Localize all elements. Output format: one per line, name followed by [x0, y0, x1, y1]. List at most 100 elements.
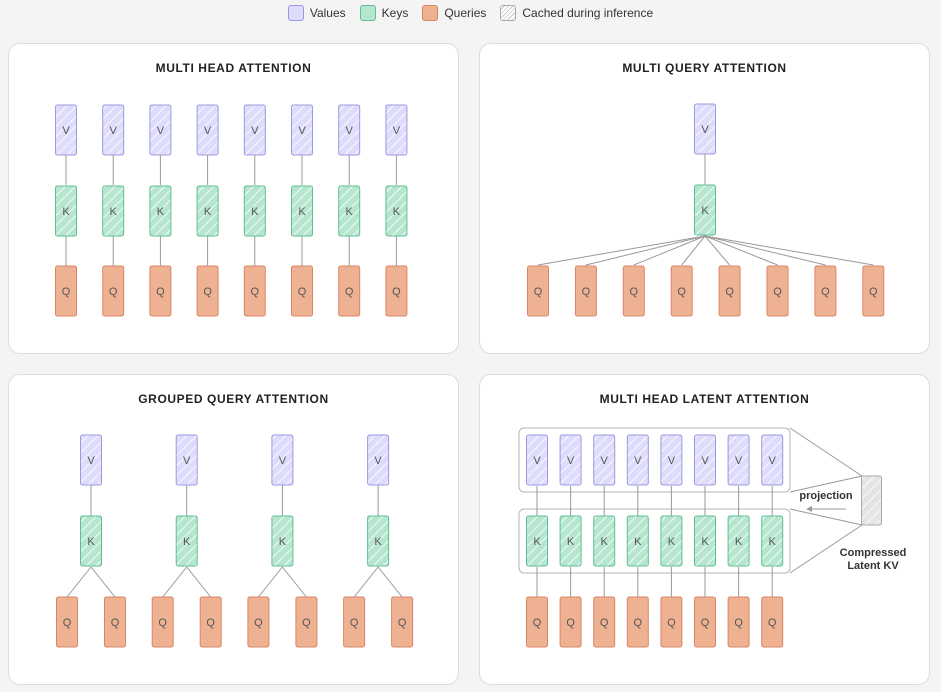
- mha-key-box-glyph: K: [110, 206, 118, 218]
- mqa-connector-kq: [681, 235, 706, 266]
- mla-value-box-glyph: V: [634, 455, 642, 467]
- mha-value-box-glyph: V: [157, 125, 165, 137]
- values-swatch-icon: [287, 5, 304, 21]
- mha-key-box-glyph: K: [204, 206, 212, 218]
- mha-value-box: V: [149, 104, 172, 156]
- panel-title-mqa: MULTI QUERY ATTENTION: [622, 61, 787, 75]
- mqa-query-box: Q: [527, 265, 549, 317]
- mla-key-box: K: [593, 515, 616, 567]
- mha-key-box: K: [385, 185, 408, 237]
- gqa-query-box-glyph: Q: [206, 617, 215, 629]
- legend-item-keys: Keys: [359, 5, 409, 21]
- gqa-value-box-glyph: V: [374, 455, 382, 467]
- mha-value-box-glyph: V: [204, 125, 212, 137]
- gqa-query-box-glyph: Q: [350, 617, 359, 629]
- gqa-key-box: K: [367, 515, 390, 567]
- mla-value-box: V: [626, 434, 649, 486]
- mqa-connector-kq: [704, 235, 778, 266]
- mla-key-box: K: [727, 515, 750, 567]
- mla-key-box: K: [694, 515, 716, 567]
- queries-swatch-icon: [422, 5, 439, 21]
- mla-value-box: V: [526, 434, 548, 486]
- gqa-value-box-glyph: V: [87, 455, 95, 467]
- mha-key-box-glyph: K: [62, 206, 70, 218]
- mqa-query-box-glyph: Q: [534, 286, 543, 298]
- mqa-connector-kq: [585, 235, 706, 266]
- gqa-key-box-glyph: K: [183, 536, 191, 548]
- gqa-query-box-glyph: Q: [158, 617, 167, 629]
- mla-query-box-glyph: Q: [701, 617, 710, 629]
- mha-key-box-glyph: K: [251, 206, 259, 218]
- mqa-query-box-glyph: Q: [630, 286, 639, 298]
- mla-value-box-glyph: V: [735, 455, 743, 467]
- latent-kv-label-line2: Latent KV: [847, 560, 899, 572]
- mla-value-box-glyph: V: [567, 455, 575, 467]
- gqa-query-box: Q: [199, 596, 222, 648]
- mqa-query-box: Q: [718, 265, 741, 317]
- mla-query-box: Q: [694, 596, 716, 648]
- mla-key-box: K: [761, 515, 784, 567]
- mla-latent-box: [861, 475, 882, 526]
- mqa-query-box-glyph: Q: [582, 286, 591, 298]
- gqa-value-box-glyph: V: [183, 455, 191, 467]
- mqa-key-box-glyph: K: [701, 205, 709, 217]
- mla-value-box: V: [559, 434, 582, 486]
- gqa-key-box: K: [175, 515, 198, 567]
- mha-key-box: K: [338, 185, 361, 237]
- mqa-connector-kq: [633, 235, 706, 266]
- mla-query-box: Q: [559, 596, 582, 648]
- mha-value-box-glyph: V: [298, 125, 306, 137]
- mha-value-box-glyph: V: [393, 125, 401, 137]
- mla-query-box-glyph: Q: [667, 617, 676, 629]
- gqa-connector-kq: [186, 566, 212, 598]
- projection-label: projection: [799, 490, 853, 502]
- keys-swatch-icon: [359, 5, 376, 21]
- mqa-query-box: Q: [622, 265, 645, 317]
- mqa-query-box: Q: [670, 265, 693, 317]
- mla-value-box-glyph: V: [601, 455, 609, 467]
- gqa-value-box: V: [271, 434, 294, 486]
- panel-title-gqa: GROUPED QUERY ATTENTION: [138, 392, 329, 406]
- latent-kv-label-line1: Compressed: [839, 547, 907, 559]
- mla-key-box: K: [660, 515, 683, 567]
- gqa-query-box: Q: [391, 596, 414, 648]
- mla-query-box: Q: [626, 596, 649, 648]
- mha-value-box-glyph: V: [251, 125, 259, 137]
- mha-value-box: V: [291, 104, 313, 156]
- mla-query-box-glyph: Q: [533, 617, 542, 629]
- legend-label-keys: Keys: [381, 6, 409, 20]
- mha-key-box-glyph: K: [346, 206, 354, 218]
- mha-key-box: K: [196, 185, 219, 237]
- mla-query-box-glyph: Q: [734, 617, 743, 629]
- mla-value-box: V: [761, 434, 784, 486]
- mla-value-box: V: [660, 434, 683, 486]
- mla-query-box: Q: [526, 596, 548, 648]
- mla-projection-line: [789, 475, 863, 493]
- mha-value-box: V: [385, 104, 408, 156]
- mha-key-box: K: [102, 185, 125, 237]
- mla-values-group-frame: [518, 427, 791, 493]
- mla-query-box: Q: [761, 596, 784, 648]
- gqa-key-box: K: [271, 515, 294, 567]
- mqa-connector-kq: [704, 235, 826, 266]
- mqa-value-box: V: [694, 103, 716, 155]
- mla-value-box-glyph: V: [668, 455, 676, 467]
- mla-key-box: K: [626, 515, 649, 567]
- gqa-key-box-glyph: K: [87, 536, 95, 548]
- gqa-connector-kq: [353, 566, 379, 598]
- mha-query-box: Q: [196, 265, 219, 317]
- mha-value-box-glyph: V: [62, 125, 70, 137]
- mqa-query-box-glyph: Q: [869, 286, 878, 298]
- mla-query-box: Q: [660, 596, 683, 648]
- mha-key-box-glyph: K: [393, 206, 401, 218]
- gqa-connector-kq: [258, 566, 283, 598]
- mha-query-box-glyph: Q: [203, 286, 212, 298]
- mla-key-box-glyph: K: [769, 536, 777, 548]
- mha-query-box-glyph: Q: [298, 286, 307, 298]
- legend-item-cached: Cached during inference: [500, 5, 653, 21]
- legend-label-cached: Cached during inference: [522, 6, 654, 20]
- mqa-key-box: K: [694, 184, 716, 236]
